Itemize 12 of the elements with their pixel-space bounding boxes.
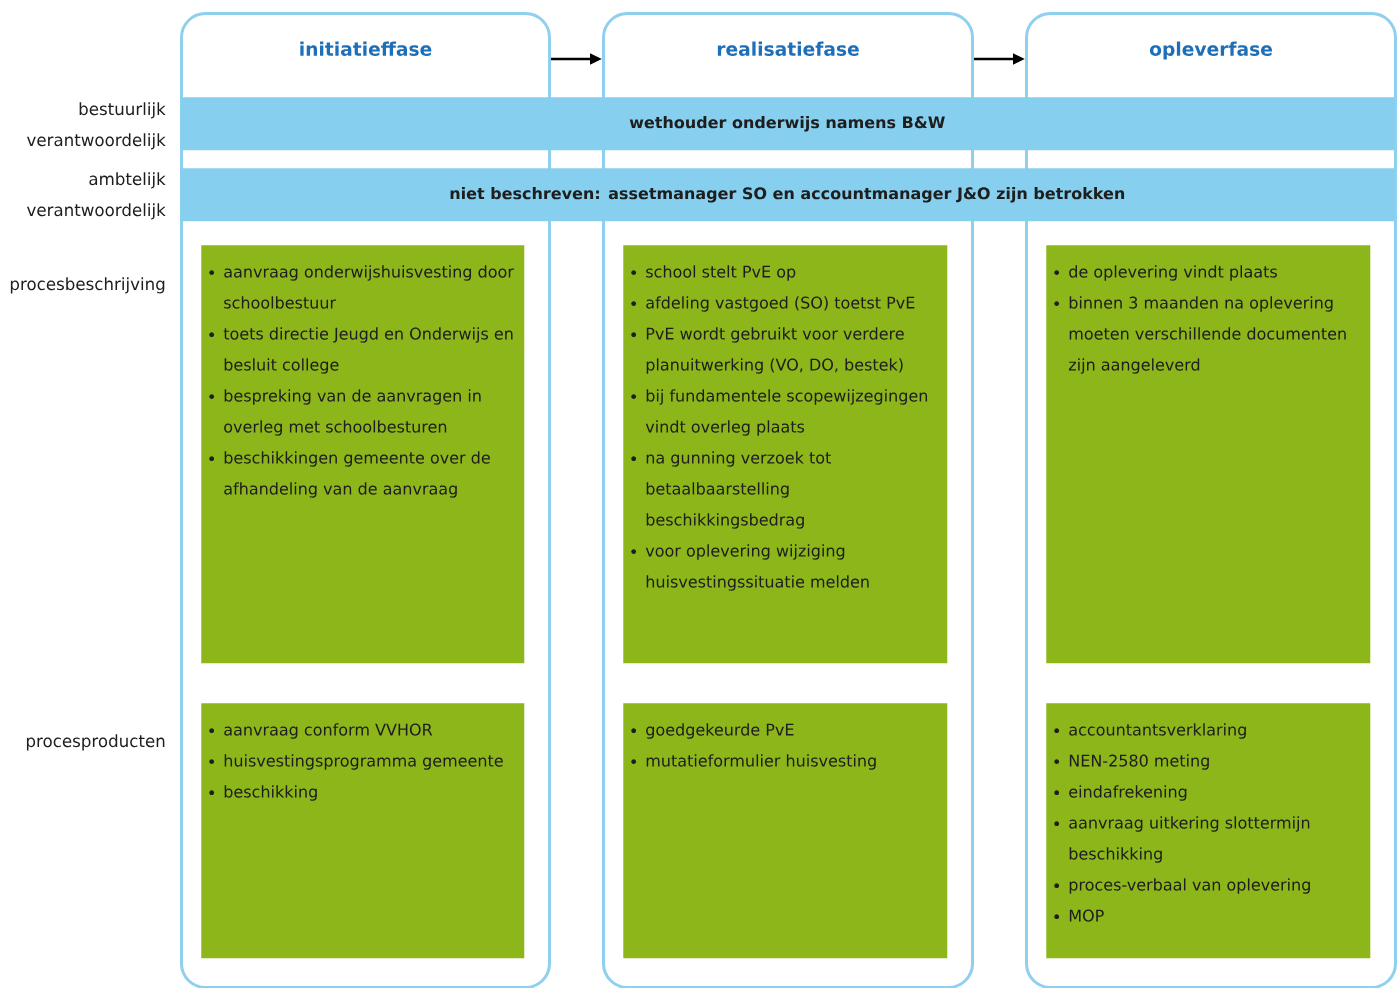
row-label: procesproducten — [26, 734, 165, 751]
text-box: de oplevering vindt plaats binnen 3 maanden na oplevering moeten verschillende documenten zijn aangeleverd — [1046, 245, 1371, 664]
text-box: aanvraag onderwijshuisvesting door schoolbestuur toets directie Jeugd en Onderwijs en besluit college bespreking van de aanvragen in overleg met schoolbesturen beschikkingen gemeente over de afhandeling van de aanvraag — [201, 245, 525, 664]
row-label: bestuurlijk verantwoordelijk — [27, 102, 166, 150]
responsibility-band: wethouder onderwijs namens B&W — [180, 97, 1395, 151]
responsibility-band: niet beschreven: assetmanager SO en accountmanager J&O zijn betrokken — [180, 168, 1395, 222]
row-label: ambtelijk verantwoordelijk — [27, 172, 166, 220]
row-label: procesbeschrijving — [10, 277, 165, 294]
text-box: accountantsverklaring NEN-2580 meting eindafrekening aanvraag uitkering slottermijn beschikking proces-verbaal van oplevering MOP — [1046, 703, 1371, 959]
text-box: school stelt PvE op afdeling vastgoed (SO) toetst PvE PvE wordt gebruikt voor verdere planuitwerking (VO, DO, bestek) bij fundamentele scopewijzegingen vindt overleg plaats na gunning verzoek tot betaalbaarstelling beschikkingsbedrag voor oplevering wijziging huisvestingssituatie melden — [623, 245, 948, 664]
text-box: aanvraag conform VVHOR huisvestingsprogramma gemeente beschikking — [201, 703, 525, 959]
text-box: goedgekeurde PvE mutatieformulier huisvesting — [623, 703, 948, 959]
